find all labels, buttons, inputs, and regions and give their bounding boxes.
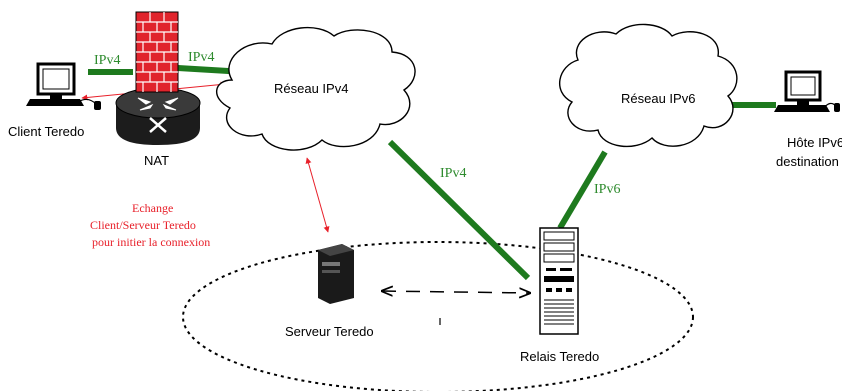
teredo-domain-ellipse bbox=[182, 241, 694, 391]
annotation-line2: Client/Serveur Teredo bbox=[90, 218, 196, 232]
link-relay-cloud6 bbox=[557, 150, 608, 230]
relay-label: Relais Teredo bbox=[520, 349, 599, 364]
link-label-nat-cloud: IPv4 bbox=[188, 50, 214, 65]
host-label-line2: destination bbox=[776, 154, 839, 169]
client-label: Client Teredo bbox=[8, 124, 84, 139]
link-label-cloud-relay: IPv4 bbox=[440, 166, 466, 181]
link-cloud-relay bbox=[387, 139, 531, 281]
server-relay-arrow bbox=[382, 291, 530, 293]
host-computer-icon bbox=[774, 70, 840, 112]
firewall-icon bbox=[135, 11, 179, 93]
link-label-relay-cloud6: IPv6 bbox=[594, 182, 620, 197]
cloud-server-red-arrow bbox=[305, 157, 330, 233]
nat-label: NAT bbox=[144, 153, 169, 168]
server-label: Serveur Teredo bbox=[285, 324, 374, 339]
link-label-client-nat: IPv4 bbox=[94, 53, 120, 68]
ipv6-network-label: Réseau IPv6 bbox=[621, 91, 695, 106]
annotation-line1: Echange bbox=[132, 201, 173, 215]
nat-router-icon bbox=[115, 87, 201, 145]
ipv6-network-cloud bbox=[558, 23, 738, 148]
host-label-line1: Hôte IPv6 bbox=[787, 135, 842, 150]
ipv4-network-label: Réseau IPv4 bbox=[274, 81, 348, 96]
relay-tower-icon bbox=[539, 227, 579, 335]
client-computer-icon bbox=[26, 62, 101, 110]
annotation-line3: pour initier la connexion bbox=[92, 235, 210, 249]
server-tower-icon bbox=[318, 244, 354, 304]
ipv4-network-cloud bbox=[216, 26, 416, 151]
